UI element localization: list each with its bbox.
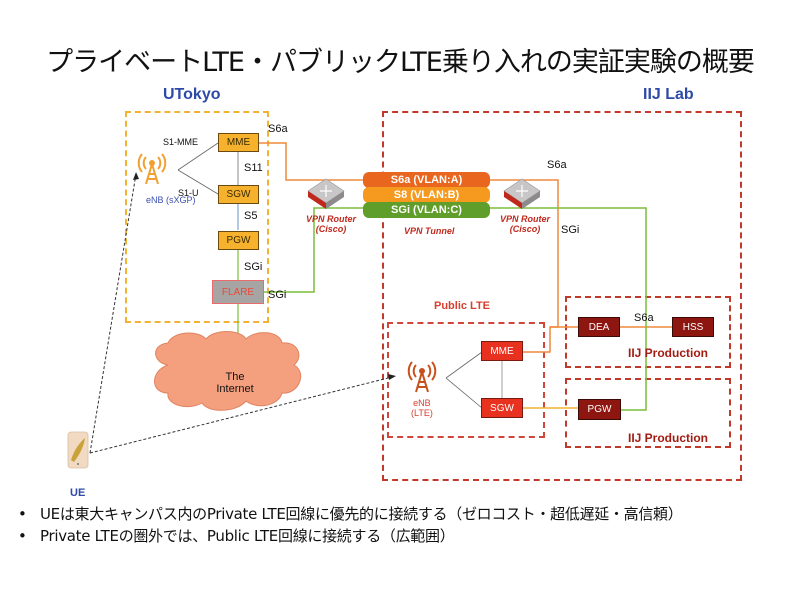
private-pgw-node[interactable]: PGW	[218, 231, 259, 250]
hss-label: HSS	[682, 321, 704, 333]
bullet-item: •Private LTEの圏外では、Public LTE回線に接続する（広範囲）	[18, 527, 455, 545]
enb-lte-tower-icon	[407, 361, 437, 393]
private-sgw-node[interactable]: SGW	[218, 185, 259, 204]
iij-production-upper-title: IIJ Production	[628, 346, 709, 360]
vlan-b-tunnel: S8 (VLAN:B)	[363, 187, 490, 203]
ue-public-arrowhead	[388, 374, 396, 380]
s1-mme-line	[177, 142, 219, 171]
s11-label: S11	[244, 162, 263, 174]
vlan-a-label: S6a (VLAN:A)	[390, 174, 463, 186]
vpn-tunnel-label: VPN Tunnel	[404, 226, 455, 236]
enb-lte-label: eNB(LTE)	[411, 398, 433, 418]
vpn-router-left-label: VPN Router(Cisco)	[306, 214, 357, 234]
s1-u-line	[177, 169, 219, 195]
s1-mme-label: S1-MME	[163, 137, 199, 147]
sgi-flare-label: SGi	[268, 289, 287, 301]
s6a-left-label: S6a	[268, 123, 288, 135]
iij-lab-label: IIJ Lab	[643, 86, 694, 103]
ue-private-arrowhead	[133, 172, 139, 180]
vpn-router-left-icon	[307, 178, 345, 209]
slide-title: プライベートLTE・パブリックLTE乗り入れの実証実験の概要	[46, 47, 755, 78]
sgi-right-label: SGi	[561, 224, 580, 236]
hss-node[interactable]: HSS	[672, 317, 714, 337]
ue-public-link	[89, 376, 393, 454]
public-s1-mme-line	[445, 351, 483, 379]
public-lte-zone	[387, 322, 545, 438]
vlan-a-tunnel: S6a (VLAN:A)	[363, 172, 490, 188]
internet-cloud	[154, 331, 302, 411]
utokyo-zone	[125, 111, 269, 323]
private-pgw-label: PGW	[226, 235, 251, 246]
iij-production-lower-title: IIJ Production	[628, 431, 709, 445]
flare-label: FLARE	[221, 286, 255, 298]
iij-lab-zone	[382, 111, 742, 481]
vpn-router-right-icon	[503, 178, 541, 209]
private-sgw-label: SGW	[226, 189, 251, 200]
flare-node[interactable]: FLARE	[212, 280, 264, 304]
bullet-list: •UEは東大キャンパス内のPrivate LTE回線に優先的に接続する（ゼロコス…	[18, 503, 683, 547]
sgi-pgw-label: SGi	[244, 261, 263, 273]
public-pgw-label: PGW	[587, 404, 612, 415]
enb-sxgp-label: eNB (sXGP)	[146, 195, 196, 205]
vlan-c-label: SGi (VLAN:C)	[391, 204, 462, 216]
vlan-c-tunnel: SGi (VLAN:C)	[363, 202, 490, 218]
public-lte-title: Public LTE	[434, 300, 491, 312]
enb-sxgp-tower-icon	[137, 153, 167, 185]
s1-u-label: S1-U	[178, 188, 199, 198]
utokyo-label: UTokyo	[163, 86, 221, 103]
public-sgw-label: SGW	[490, 402, 514, 414]
dea-node[interactable]: DEA	[578, 317, 620, 337]
vlan-b-label: S8 (VLAN:B)	[393, 189, 460, 201]
public-mme-label: MME	[490, 345, 514, 357]
s5-label: S5	[244, 210, 258, 222]
dea-hss-s6a-label: S6a	[634, 312, 654, 324]
sgi-line-left	[264, 207, 365, 293]
private-mme-label: MME	[226, 137, 251, 148]
iij-production-lower-zone	[565, 378, 731, 448]
ue-label: UE	[70, 487, 86, 499]
public-sgw-node[interactable]: SGW	[481, 398, 523, 418]
sgi-line-right	[490, 207, 647, 411]
bullet-item: •UEは東大キャンパス内のPrivate LTE回線に優先的に接続する（ゼロコス…	[18, 505, 683, 523]
iij-production-upper-zone	[565, 296, 731, 368]
public-mme-node[interactable]: MME	[481, 341, 523, 361]
public-s1-u-line	[445, 377, 483, 409]
s6a-line-left	[259, 142, 365, 181]
private-mme-node[interactable]: MME	[218, 133, 259, 152]
s6a-right-label: S6a	[547, 159, 567, 171]
dea-label: DEA	[588, 321, 610, 333]
ue-private-link	[89, 173, 137, 454]
vpn-router-right-label: VPN Router(Cisco)	[500, 214, 551, 234]
public-pgw-node[interactable]: PGW	[578, 399, 621, 420]
ue-phone-icon	[67, 431, 89, 469]
